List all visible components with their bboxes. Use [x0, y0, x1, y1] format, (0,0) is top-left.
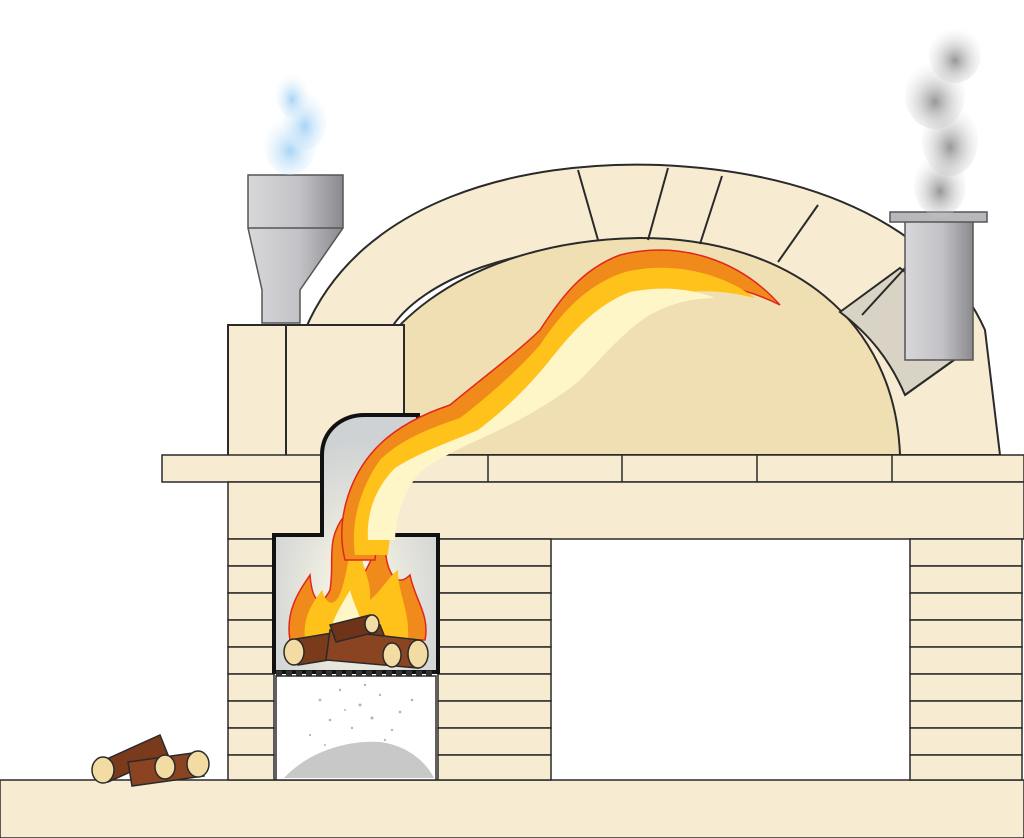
- firebox-logs: [283, 614, 429, 669]
- right-pillar: [909, 538, 1023, 781]
- flame-flue: [341, 249, 781, 561]
- chimney: [904, 219, 974, 361]
- ash-pile: [284, 741, 434, 778]
- ground-slab: [0, 779, 1024, 838]
- hearth-slab: [161, 454, 1024, 483]
- hearth-joints: [487, 455, 893, 482]
- falling-ash: [308, 683, 414, 746]
- smoke-blue: [264, 73, 327, 175]
- hopper-base-block: [227, 324, 287, 458]
- left-pillar: [227, 538, 275, 781]
- middle-pillar: [437, 538, 552, 781]
- smoke-grey: [905, 27, 981, 217]
- spare-firewood: [91, 733, 210, 787]
- intake-hopper: [247, 174, 344, 324]
